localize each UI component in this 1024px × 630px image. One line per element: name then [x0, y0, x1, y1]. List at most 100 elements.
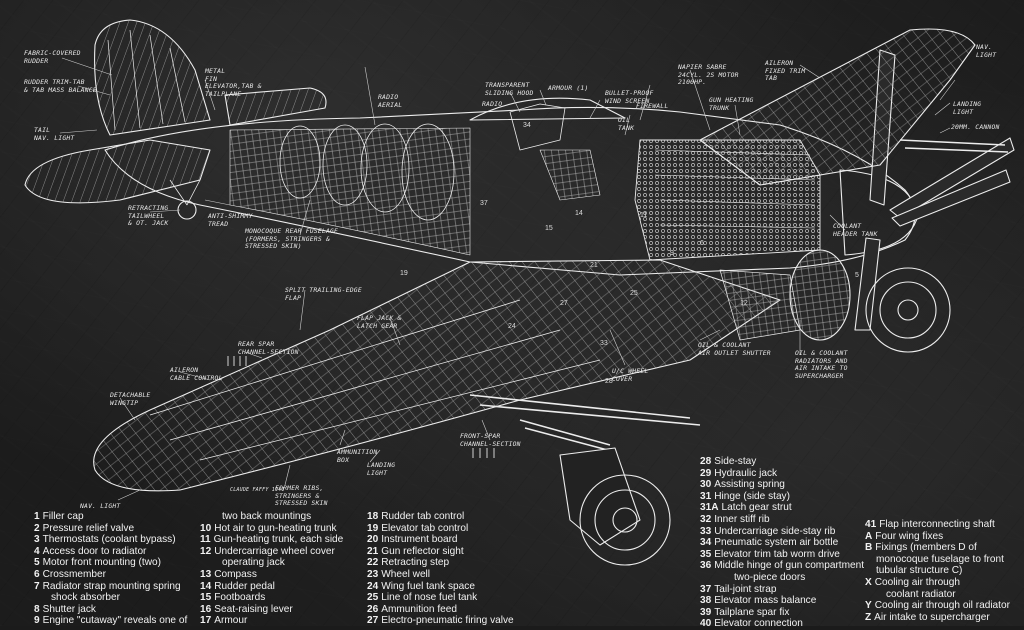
detail-fittings: [227, 356, 495, 458]
callout-radio: RADIO: [482, 100, 503, 108]
part-number: 9: [670, 250, 674, 257]
callout-split-flap: SPLIT TRAILING-EDGE FLAP: [285, 286, 362, 302]
cockpit-canopy: [469, 97, 626, 201]
undercarriage: [169, 179, 951, 566]
part-number: 21: [590, 262, 598, 269]
callout-coolant-header-tank: COOLANT HEADER TANK: [833, 222, 878, 238]
callout-napier-sabre: NAPIER SABRE 24CYL. 2S MOTOR 2100HP.: [678, 63, 739, 86]
callout-retracting-tailwheel: RETRACTING TAILWHEEL & OT. JACK: [128, 204, 169, 227]
callout-firewall: FIREWALL: [636, 102, 669, 110]
part-number: 33: [600, 340, 608, 347]
tailplane: [24, 87, 327, 204]
callout-former-ribs: FORMER RIBS, STRINGERS & STRESSED SKIN: [275, 484, 328, 507]
callout-air-outlet-shutter: OIL & COOLANT AIR OUTLET SHUTTER: [698, 341, 771, 357]
callout-anti-shimmy-tread: ANTI-SHIMMY TREAD: [208, 212, 253, 228]
callout-tail-nav-light: TAIL NAV. LIGHT: [34, 126, 75, 142]
part-number: 27: [560, 300, 568, 307]
callout-20mm-cannon: 20MM. CANNON: [951, 123, 1000, 131]
callout-nav-light-left: NAV. LIGHT: [80, 502, 121, 510]
part-number: 34: [523, 122, 531, 129]
radiator: [719, 249, 851, 341]
legend-row: two back mountings: [222, 511, 312, 522]
legend-row: shock absorber: [51, 592, 121, 604]
callout-landing-light-left: LANDING LIGHT: [367, 461, 396, 477]
legend-row: operating jack: [222, 557, 285, 569]
callout-transparent-hood: TRANSPARENT SLIDING HOOD: [485, 81, 534, 97]
lower-wing: [93, 259, 781, 492]
callout-landing-light-right: LANDING LIGHT: [953, 100, 982, 116]
leader-lines: [59, 57, 956, 501]
tail-fin: [94, 19, 211, 136]
callout-armour: ARMOUR (1): [548, 84, 589, 92]
part-number: 24: [508, 323, 516, 330]
callout-metal-fin: METAL FIN ELEVATOR,TAB & TAILPLANE: [205, 67, 262, 98]
callout-ammunition-box: AMMUNITION BOX: [337, 448, 378, 464]
legend-row: coolant radiator: [886, 588, 956, 600]
callout-monocoque-fuselage: MONOCOQUE REAR FUSELAGE (FORMERS, STRING…: [245, 227, 339, 250]
part-number: 12: [740, 300, 748, 307]
legend-row: two-piece doors: [734, 571, 806, 583]
part-number: 19: [400, 270, 408, 277]
callout-oil-tank: OIL TANK: [618, 116, 635, 132]
callout-uc-wheel-cover: U/C WHEEL COVER: [612, 367, 649, 383]
legend-row: tubular structure C): [876, 565, 963, 577]
part-number: 11: [640, 212, 648, 219]
part-number: 25: [630, 290, 638, 297]
callout-rudder-trim-tab: RUDDER TRIM-TAB & TAB MASS BALANCE: [24, 78, 97, 94]
callout-flap-jack: FLAP JACK & LATCH GEAR: [357, 314, 402, 330]
legend-row: monocoque fuselage to front: [876, 553, 1004, 565]
callout-nav-light-right: NAV. LIGHT: [976, 43, 997, 59]
callout-detachable-wingtip: DETACHABLE WINGTIP: [110, 391, 151, 407]
callout-fabric-rudder: FABRIC-COVERED RUDDER: [24, 49, 81, 65]
part-number: 28: [605, 378, 613, 385]
part-number: 14: [575, 210, 583, 217]
callout-radiators-intake: OIL & COOLANT RADIATORS AND AIR INTAKE T…: [795, 349, 848, 380]
